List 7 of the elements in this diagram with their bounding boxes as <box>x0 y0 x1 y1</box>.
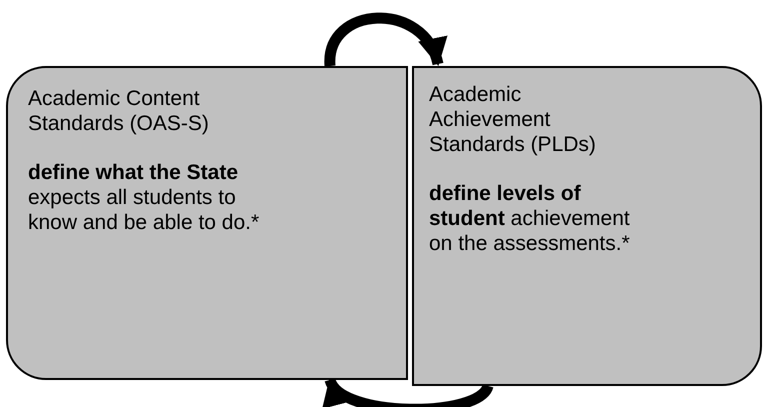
rounded-panel <box>412 66 762 386</box>
curved-arrow <box>325 377 493 407</box>
rounded-panel <box>6 66 408 380</box>
panel-description: define levels of student achievement on the assessments.* <box>429 181 631 256</box>
panel-heading: Academic Content Standards (OAS-S) <box>28 86 210 136</box>
panel-heading: Academic Achievement Standards (PLDs) <box>429 82 597 157</box>
panel-description: define what the State expects all students to know and be able to do.* <box>28 160 260 235</box>
